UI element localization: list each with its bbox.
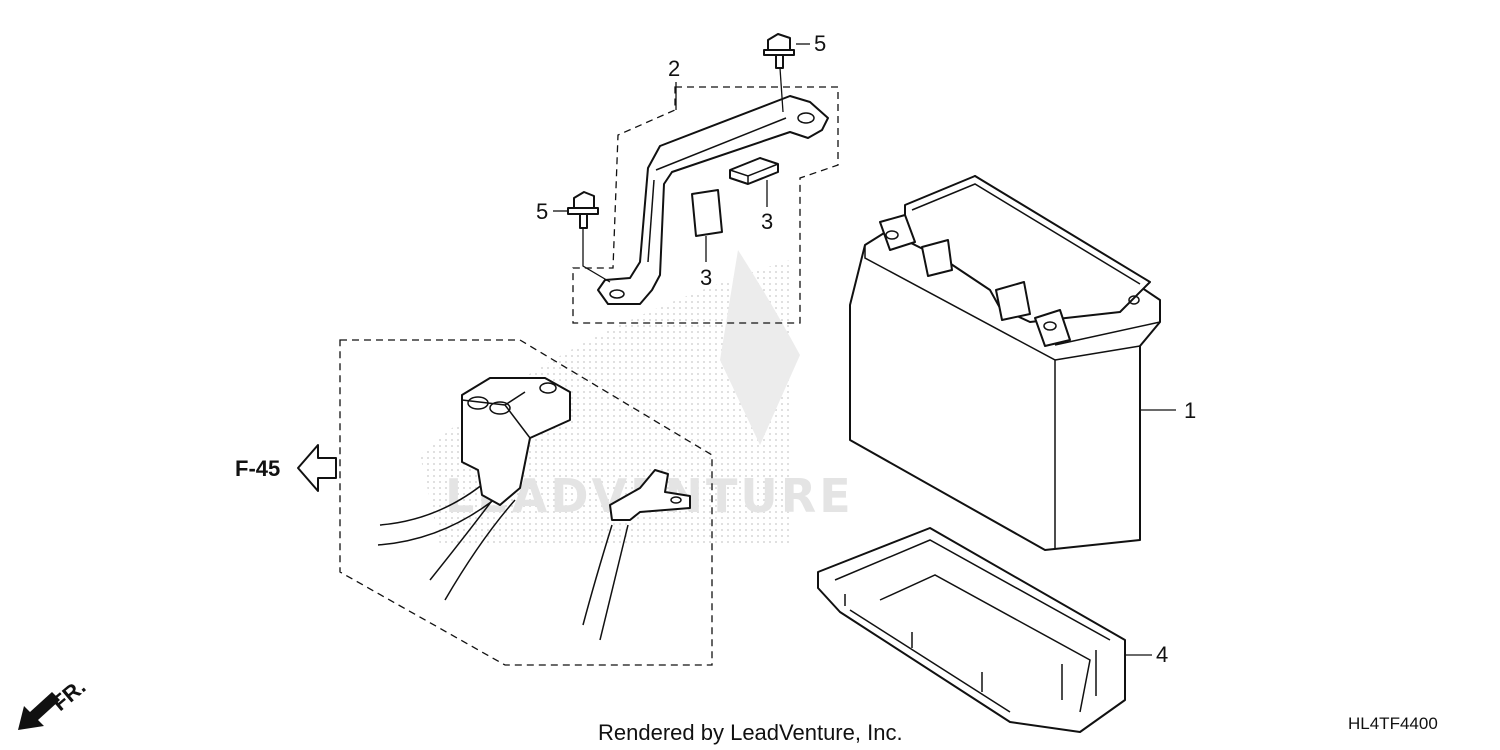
watermark-flame-shape	[720, 250, 800, 445]
callout-pad-lower: 3	[700, 265, 712, 290]
battery	[849, 175, 1161, 551]
callout-bolt-top: 5	[814, 31, 826, 56]
terminal-connector	[609, 469, 691, 521]
hollow-arrow-left-icon[interactable]	[297, 444, 337, 492]
bracket-pad-lower	[691, 189, 723, 237]
credit-text: Rendered by LeadVenture, Inc.	[598, 720, 903, 745]
solid-arrow-down-left-icon	[18, 692, 60, 730]
bolt-top	[763, 33, 795, 113]
callout-pad-right: 3	[761, 209, 773, 234]
bracket-group-outline	[572, 86, 839, 324]
front-marker-label: FR.	[47, 674, 90, 716]
reference-label: F-45	[235, 456, 280, 481]
terminal-cover	[461, 377, 571, 506]
battery-cables	[377, 377, 691, 641]
bracket-pad-right	[729, 157, 779, 185]
diagram-code: HL4TF4400	[1348, 714, 1438, 733]
battery-tray	[817, 527, 1126, 733]
callout-bolt-left: 5	[536, 199, 548, 224]
callout-bracket: 2	[668, 56, 680, 81]
callout-tray: 4	[1156, 642, 1168, 667]
battery-bracket	[597, 95, 829, 305]
bolt-left	[567, 191, 611, 283]
cable-group-outline	[339, 339, 713, 666]
callout-battery: 1	[1184, 398, 1196, 423]
